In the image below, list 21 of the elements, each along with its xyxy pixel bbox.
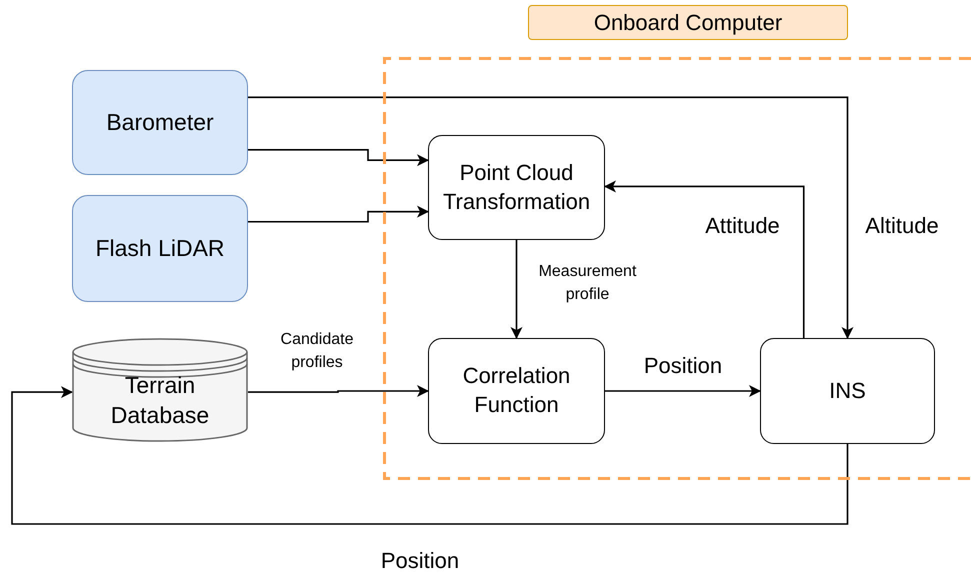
edge-label: Altitude (864, 212, 940, 240)
arrow (605, 385, 761, 397)
arrow (248, 149, 429, 166)
process-box: Point Cloud Transformation (428, 135, 605, 240)
arrow (604, 180, 805, 338)
edge-label: Candidate profiles (280, 330, 354, 374)
region-title: Onboard Computer (528, 5, 848, 40)
arrow (248, 385, 429, 397)
sensor-box: Barometer (72, 70, 248, 175)
process-box: Correlation Function (428, 338, 605, 444)
edge-label: Position (642, 352, 724, 380)
edge-label: Position (380, 547, 460, 575)
database-cylinder: Terrain Database (72, 338, 248, 442)
sensor-box: Flash LiDAR (72, 195, 248, 302)
arrow (11, 386, 848, 525)
edge-label: Measurement profile (538, 262, 638, 306)
edge-label: Attitude (704, 212, 781, 240)
arrow (510, 240, 522, 339)
arrow (248, 206, 429, 223)
arrow (248, 96, 854, 339)
process-box: INS (760, 338, 935, 444)
